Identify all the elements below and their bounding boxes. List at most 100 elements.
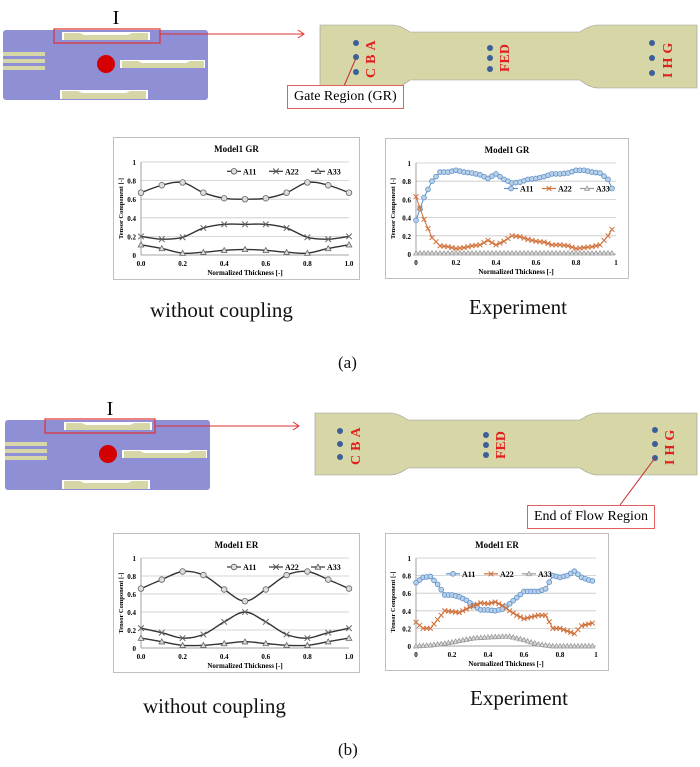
- marker-circle: [324, 182, 332, 189]
- x-tick-label: 0.2: [178, 653, 187, 661]
- legend-label: A22: [285, 563, 299, 572]
- x-tick-label: 1.0: [345, 260, 354, 268]
- x-tick-label: 0.2: [452, 259, 461, 267]
- marker-triangle: [564, 249, 572, 256]
- marker-triangle: [484, 249, 492, 256]
- marker-triangle: [604, 249, 612, 256]
- marker-circle: [514, 594, 520, 601]
- marker-circle: [427, 573, 434, 580]
- marker-triangle: [241, 638, 249, 645]
- marker-circle: [421, 194, 427, 201]
- y-tick-label: 0: [408, 643, 412, 651]
- marker-x: [529, 237, 535, 244]
- marker-triangle: [504, 249, 512, 256]
- marker-triangle: [582, 642, 589, 649]
- series-a11: [413, 167, 615, 224]
- marker-circle: [425, 186, 431, 193]
- y-tick-label: 0.6: [402, 196, 411, 204]
- marker-x: [200, 224, 207, 232]
- marker-triangle: [520, 636, 528, 643]
- marker-circle: [283, 571, 290, 579]
- marker-circle: [493, 171, 499, 177]
- marker-circle: [431, 577, 437, 584]
- y-axis-label: Tensor Component [-]: [118, 178, 125, 239]
- y-tick-label: 0.8: [127, 178, 136, 186]
- x-axis-label: Normalized Thickness [-]: [207, 269, 282, 277]
- marker-circle: [413, 217, 419, 224]
- panel-a-diagram: I CBA FED IHG: [3, 7, 698, 101]
- marker-x: [429, 234, 435, 241]
- points-label-fed: FED: [498, 44, 513, 72]
- marker-circle: [230, 563, 238, 571]
- marker-x: [465, 243, 471, 250]
- marker-triangle: [324, 638, 332, 645]
- marker-x: [517, 614, 524, 620]
- marker-triangle: [303, 249, 311, 256]
- panel-label-a: (a): [338, 353, 357, 372]
- marker-triangle: [416, 642, 423, 649]
- legend-item-a11: A11: [446, 570, 475, 579]
- marker-x: [525, 236, 531, 243]
- marker-triangle: [538, 641, 546, 647]
- legend-label: A22: [558, 184, 572, 193]
- marker-triangle: [508, 249, 516, 256]
- marker-triangle: [314, 563, 322, 570]
- marker-triangle: [220, 639, 228, 647]
- legend-item-a22: A22: [269, 563, 299, 572]
- x-tick-label: 0.0: [137, 260, 146, 268]
- marker-triangle: [488, 249, 496, 256]
- marker-circle: [220, 195, 228, 202]
- marker-x: [569, 244, 575, 250]
- marker-triangle: [549, 642, 556, 649]
- marker-triangle: [512, 249, 520, 256]
- series-a22: [413, 193, 615, 252]
- marker-x: [506, 608, 513, 614]
- marker-circle: [508, 185, 514, 192]
- marker-circle: [434, 581, 441, 588]
- marker-circle: [137, 585, 145, 592]
- legend-item-a11: A11: [227, 167, 256, 176]
- marker-x: [461, 244, 467, 251]
- legend-label: A33: [596, 184, 610, 193]
- marker-x: [421, 216, 427, 223]
- marker-x: [221, 221, 228, 228]
- marker-triangle: [589, 642, 596, 649]
- marker-x: [283, 631, 290, 638]
- x-tick-label: 0.8: [572, 259, 581, 267]
- marker-x: [489, 239, 495, 246]
- marker-triangle: [556, 642, 564, 649]
- marker-triangle: [574, 642, 582, 649]
- marker-circle: [241, 196, 249, 203]
- marker-x: [481, 239, 487, 246]
- legend-item-a22: A22: [484, 570, 514, 579]
- x-tick-label: 1.0: [345, 653, 354, 661]
- marker-x: [345, 233, 353, 240]
- caption-experiment-b: Experiment: [470, 686, 568, 710]
- marker-x: [304, 634, 311, 642]
- legend: A11 A22 A33: [504, 184, 610, 193]
- marker-circle: [575, 571, 581, 578]
- marker-triangle: [513, 634, 520, 641]
- marker-x: [425, 225, 431, 232]
- tensile-bar: [319, 24, 698, 89]
- y-tick-label: 0.4: [127, 215, 136, 223]
- marker-triangle: [524, 249, 532, 256]
- marker-triangle: [580, 249, 588, 256]
- legend-item-a22: A22: [542, 184, 572, 193]
- x-tick-label: 0.2: [448, 651, 457, 659]
- marker-triangle: [542, 641, 549, 648]
- y-axis-label: Tensor Component [-]: [390, 178, 397, 239]
- marker-circle: [506, 600, 513, 607]
- marker-triangle: [428, 249, 436, 256]
- marker-triangle: [464, 249, 472, 256]
- legend-label: A11: [243, 563, 256, 572]
- marker-x: [553, 242, 559, 248]
- legend-label: A11: [520, 184, 533, 193]
- series-a33: [412, 249, 616, 256]
- series-a11: [137, 179, 353, 203]
- marker-circle: [542, 585, 549, 592]
- marker-triangle: [548, 249, 556, 256]
